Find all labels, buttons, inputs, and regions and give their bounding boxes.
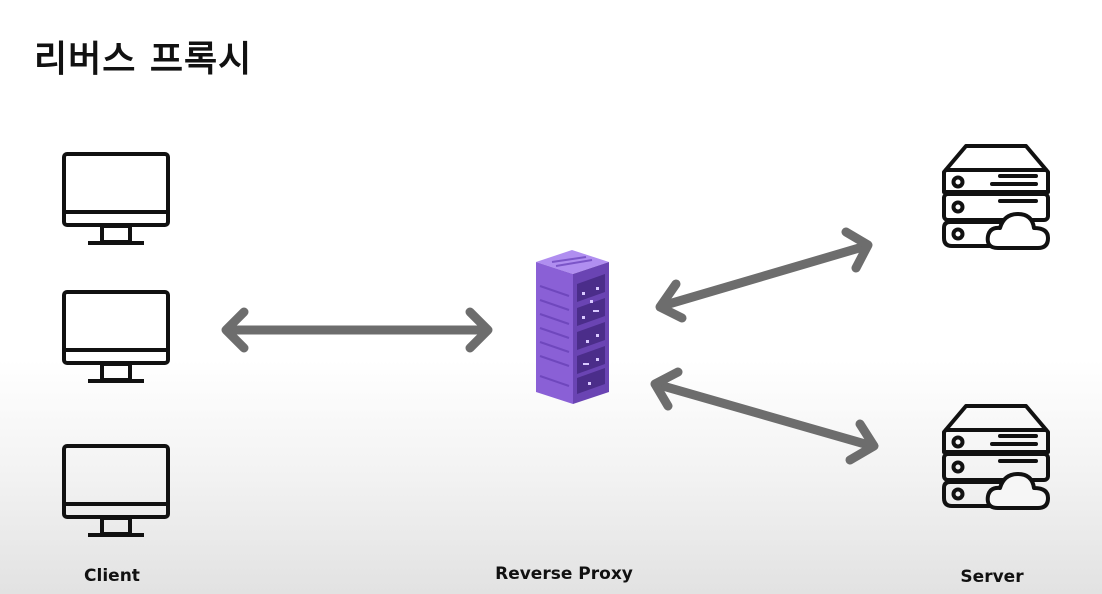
cloud-server-icon [942,144,1050,250]
client-label: Client [84,566,140,586]
cloud-server-icon [942,404,1050,510]
monitor-icon [62,152,170,245]
arrow-proxy-server-bottom [650,367,879,465]
server-rack-icon [536,250,609,404]
client-monitor-2 [62,290,170,383]
server-2 [942,404,1050,510]
monitor-icon [62,290,170,383]
arrow-client-proxy [221,307,493,353]
monitor-icon [62,444,170,537]
arrow-proxy-server-top [655,227,873,323]
reverse-proxy-label: Reverse Proxy [495,564,633,584]
client-monitor-3 [62,444,170,537]
page-title: 리버스 프록시 [34,39,253,80]
server-1 [942,144,1050,250]
client-monitor-1 [62,152,170,245]
server-label: Server [960,567,1024,587]
